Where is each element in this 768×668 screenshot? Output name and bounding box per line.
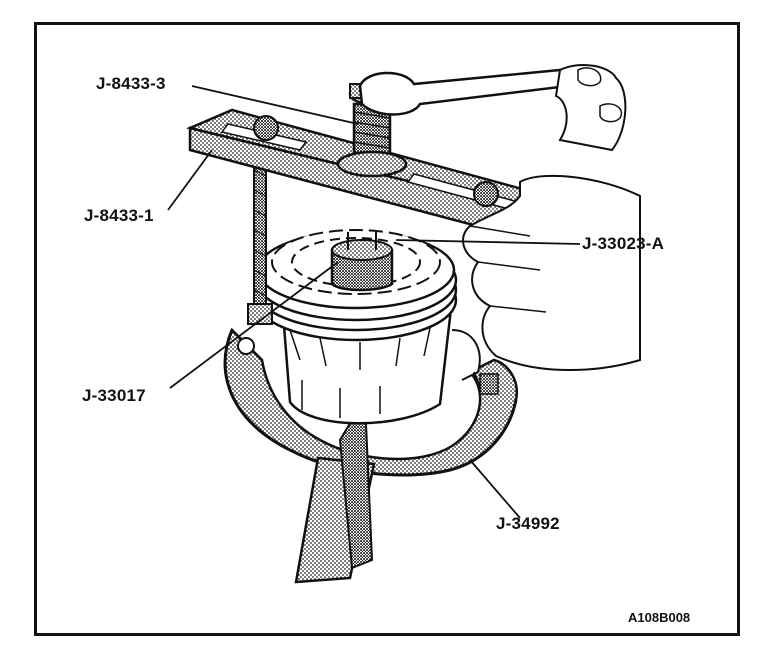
callout-j-8433-3: J-8433-3 <box>96 74 166 93</box>
leader-j-34992 <box>469 459 521 519</box>
leader-j-8433-3 <box>191 85 359 125</box>
callout-j-33023-a: J-33023-A <box>582 234 665 253</box>
figure-id: A108B008 <box>628 610 691 625</box>
leader-j-33023-a <box>395 239 581 245</box>
shaft-protector <box>330 232 394 292</box>
wrench <box>358 68 570 116</box>
callout-j-8433-1: J-8433-1 <box>84 206 154 225</box>
leader-lines <box>167 85 581 519</box>
leader-j-8433-1 <box>167 149 213 211</box>
leader-j-33017 <box>169 261 339 389</box>
hands <box>462 63 641 371</box>
callout-j-33017: J-33017 <box>82 386 146 405</box>
callout-j-34992: J-34992 <box>496 514 560 533</box>
